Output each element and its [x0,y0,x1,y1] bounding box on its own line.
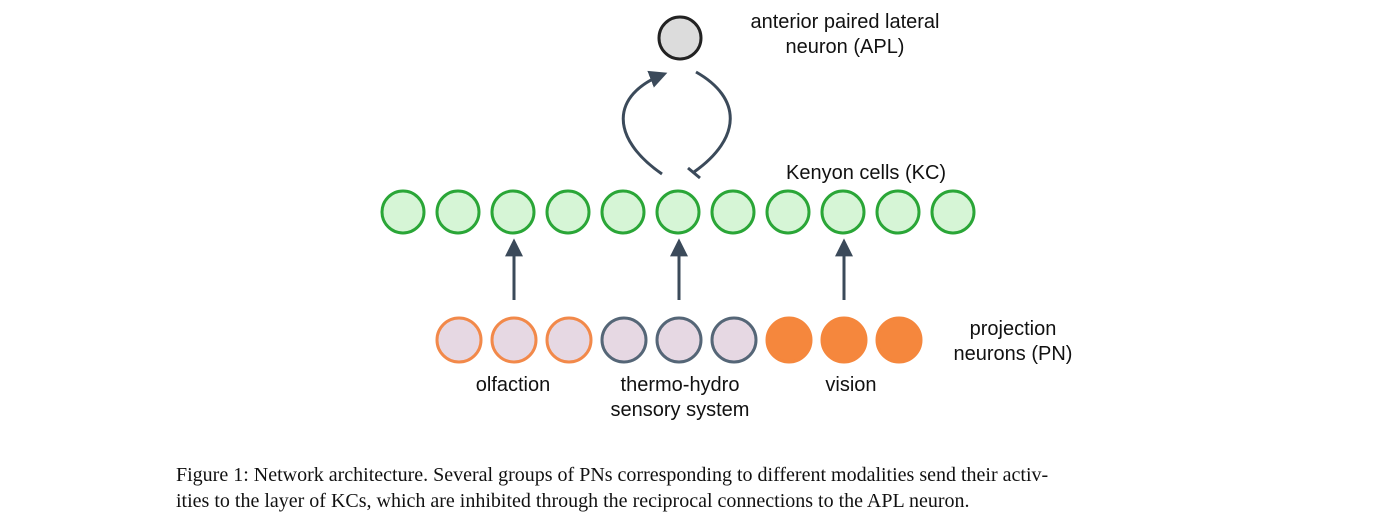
group-label-olfaction: olfaction [443,373,583,398]
kenyon-cell [765,189,811,235]
apl-to-kc-inhibitory-connection [693,70,732,174]
kenyon-cell [380,189,426,235]
group-label-olfaction-line1: olfaction [475,374,551,396]
pn-to-kc-arrows [505,238,853,300]
pn-label-line1: projection [969,318,1057,340]
kenyon-cell [545,189,591,235]
projection-neuron-olfaction [545,316,593,364]
projection-neuron-olfaction [435,316,483,364]
figure-caption: Figure 1: Network architecture. Several … [176,462,1266,514]
kenyon-cell [435,189,481,235]
pn-label-line2: neurons (PN) [953,343,1073,365]
group-label-thermo-hydro-line1: thermo-hydro [620,374,740,396]
kenyon-cell [875,189,921,235]
kenyon-cell [600,189,646,235]
inhibitory-bar [687,166,701,180]
apl-label-line1: anterior paired lateral [750,11,940,33]
pn-layer [435,316,923,364]
kenyon-cell [490,189,536,235]
kenyon-cell [820,189,866,235]
projection-neuron-thermo-hydro [655,316,703,364]
kc-label: Kenyon cells (KC) [786,162,947,184]
kc-to-apl-arrow [621,70,668,176]
kenyon-cell [930,189,976,235]
apl-label-line2: neuron (APL) [785,36,905,58]
pn-label: projection neurons (PN) [938,317,1088,367]
kc-layer [380,189,976,235]
kenyon-cell [655,189,701,235]
group-label-vision: vision [781,373,921,398]
projection-neuron-olfaction [490,316,538,364]
projection-neuron-thermo-hydro [600,316,648,364]
caption-line-1: Figure 1: Network architecture. Several … [176,464,1049,486]
apl-neuron [657,15,703,61]
caption-line-2: ities to the layer of KCs, which are inh… [176,490,970,512]
projection-neuron-vision [820,316,868,364]
apl-label: anterior paired lateral neuron (APL) [725,10,965,60]
kenyon-cell [710,189,756,235]
group-label-thermo-hydro: thermo-hydro sensory system [580,373,780,423]
projection-neuron-vision [875,316,923,364]
projection-neuron-thermo-hydro [710,316,758,364]
group-label-vision-line1: vision [825,374,877,396]
group-label-thermo-hydro-line2: sensory system [610,399,750,421]
projection-neuron-vision [765,316,813,364]
